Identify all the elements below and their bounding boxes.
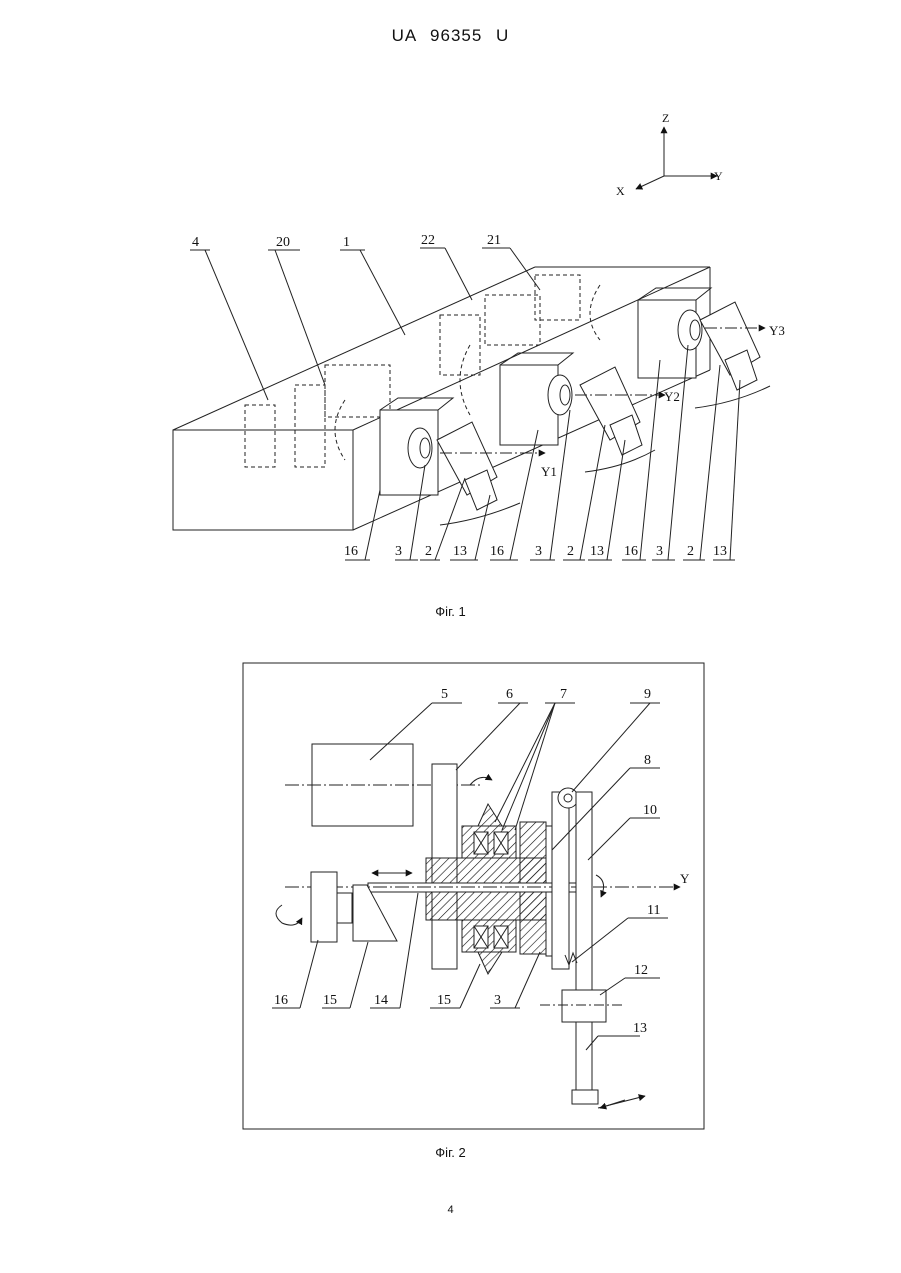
label-3-c: 3 xyxy=(656,544,663,559)
tool-head xyxy=(572,1090,598,1104)
coordinate-axes xyxy=(636,127,717,189)
label-2-a: 2 xyxy=(425,544,432,559)
label-13-b: 13 xyxy=(590,544,604,559)
label-14: 14 xyxy=(374,993,388,1008)
label-16: 16 xyxy=(274,993,288,1008)
label-9: 9 xyxy=(644,687,651,702)
label-15-a: 15 xyxy=(323,993,337,1008)
label-2-c: 2 xyxy=(687,544,694,559)
axis-y1-label: Y1 xyxy=(541,464,557,479)
label-3: 3 xyxy=(494,993,501,1008)
drive-unit-3 xyxy=(638,288,770,408)
top-leaders xyxy=(190,248,540,400)
clutch-16 xyxy=(311,872,337,942)
cam-15 xyxy=(353,885,397,941)
label-21: 21 xyxy=(487,233,501,248)
label-13-a: 13 xyxy=(453,544,467,559)
axis-y-label-fig2: Y xyxy=(680,871,690,886)
label-13-c: 13 xyxy=(713,544,727,559)
label-16-a: 16 xyxy=(344,544,358,559)
label-13: 13 xyxy=(633,1021,647,1036)
label-20: 20 xyxy=(276,235,290,250)
lever-arm xyxy=(552,788,592,1100)
label-5: 5 xyxy=(441,687,448,702)
label-2-b: 2 xyxy=(567,544,574,559)
axis-y3-label: Y3 xyxy=(769,323,785,338)
label-8: 8 xyxy=(644,753,651,768)
label-12: 12 xyxy=(634,963,648,978)
axis-y-label: Y xyxy=(714,169,723,183)
axis-z-label: Z xyxy=(662,111,669,125)
figure-2-caption: Фіг. 2 xyxy=(0,1145,901,1160)
label-11: 11 xyxy=(647,903,660,918)
label-1: 1 xyxy=(343,235,350,250)
label-16-b: 16 xyxy=(490,544,504,559)
label-15-b: 15 xyxy=(437,993,451,1008)
label-4: 4 xyxy=(192,235,199,250)
page-number: 4 xyxy=(0,1204,901,1216)
label-22: 22 xyxy=(421,233,435,248)
label-6: 6 xyxy=(506,687,513,702)
bracket xyxy=(562,990,606,1022)
axis-x-label: X xyxy=(616,184,625,198)
label-3-b: 3 xyxy=(535,544,542,559)
label-10: 10 xyxy=(643,803,657,818)
figure-2: Y 5 6 7 9 8 10 11 12 13 16 15 14 15 3 xyxy=(243,663,704,1129)
figure-1-caption: Фіг. 1 xyxy=(0,604,901,619)
figure-1: Z Y X xyxy=(173,111,785,560)
label-7: 7 xyxy=(560,687,567,702)
axis-y2-label: Y2 xyxy=(664,389,680,404)
label-3-a: 3 xyxy=(395,544,402,559)
label-16-c: 16 xyxy=(624,544,638,559)
